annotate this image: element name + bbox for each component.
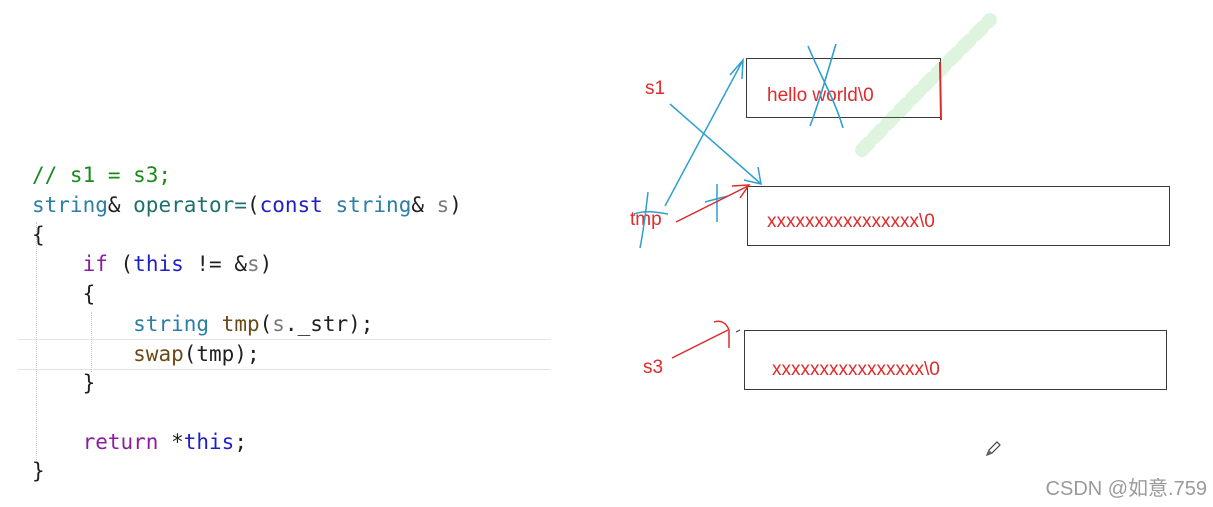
- code-token: string: [32, 193, 108, 217]
- code-token: *: [158, 430, 184, 454]
- code-token: [209, 312, 222, 336]
- s3-memory-box: [744, 330, 1167, 390]
- code-token: s: [272, 312, 285, 336]
- code-line-2: string& operator=(const string& s): [32, 190, 462, 220]
- code-token: ): [259, 252, 273, 276]
- code-editor: // s1 = s3; string& operator=(const stri…: [0, 0, 560, 507]
- code-token: &: [411, 193, 437, 217]
- tmp-pointer-label: tmp: [630, 209, 662, 230]
- code-token: (: [107, 252, 134, 276]
- code-token: ._str);: [284, 312, 374, 336]
- code-token: if: [82, 252, 108, 276]
- code-token: tmp: [221, 312, 260, 336]
- code-token: (: [259, 312, 273, 336]
- code-token: s: [246, 252, 260, 276]
- code-line-3: {: [32, 220, 45, 250]
- code-token: swap: [133, 342, 184, 366]
- code-token: }: [32, 459, 45, 483]
- tmp-to-s1-arrow: [664, 61, 743, 207]
- code-token: (: [246, 193, 260, 217]
- tmp-blue-strike-4: [704, 195, 729, 203]
- code-token: string: [335, 193, 412, 217]
- s1-pointer-label: s1: [645, 78, 666, 99]
- tmp-to-buffer-arrow: [675, 185, 749, 223]
- code-line-5: {: [32, 279, 96, 309]
- tmp-to-s1-arrowhead: [729, 57, 744, 80]
- current-line-highlight: [18, 339, 551, 370]
- code-token: // s1 = s3;: [32, 163, 172, 187]
- code-token: operator=: [133, 193, 247, 217]
- code-token: &: [107, 193, 134, 217]
- code-token: [323, 193, 336, 217]
- s3-to-buffer-arrow: [671, 329, 729, 359]
- code-token: {: [32, 223, 45, 247]
- indent-guide: [36, 222, 37, 462]
- indent-guide: [91, 312, 92, 372]
- code-token: != &: [183, 252, 247, 276]
- code-line-8: }: [32, 368, 96, 398]
- code-token: return: [82, 430, 159, 454]
- code-line-1: // s1 = s3;: [32, 160, 171, 190]
- code-token: [32, 252, 83, 276]
- code-token: this: [183, 430, 235, 454]
- s3-pointer-label: s3: [643, 357, 664, 378]
- code-token: ): [449, 193, 462, 217]
- code-line-11: }: [32, 456, 45, 486]
- code-token: (tmp);: [183, 342, 260, 366]
- code-token: [32, 312, 133, 336]
- code-line-6: string tmp(s._str);: [32, 309, 373, 339]
- code-token: string: [133, 312, 210, 336]
- code-line-10: return *this;: [32, 427, 247, 457]
- code-token: const: [259, 193, 323, 217]
- s1-to-tmp-arrowhead: [743, 166, 762, 185]
- tmp-buffer-text: xxxxxxxxxxxxxxxx\0: [767, 211, 935, 232]
- watermark-text: CSDN @如意.759: [1045, 478, 1207, 500]
- code-line-4: if (this != &s): [32, 249, 273, 279]
- code-token: ;: [234, 430, 247, 454]
- s3-buffer-text: xxxxxxxxxxxxxxxx\0: [772, 359, 940, 380]
- code-token: }: [32, 371, 96, 395]
- code-token: s: [436, 193, 450, 217]
- code-line-7: swap(tmp);: [32, 339, 260, 369]
- s3-to-buffer-arrowhead: [713, 320, 730, 348]
- code-token: this: [133, 252, 184, 276]
- code-token: [32, 342, 133, 366]
- code-token: [32, 430, 83, 454]
- pencil-icon: [985, 441, 1001, 457]
- small-tick: [735, 329, 741, 333]
- s1-buffer-text: hello world\0: [767, 85, 874, 106]
- code-token: {: [32, 282, 96, 306]
